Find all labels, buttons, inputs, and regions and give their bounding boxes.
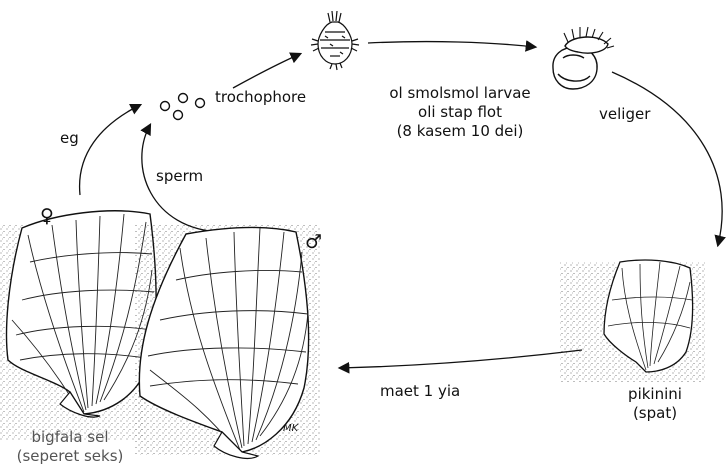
male-symbol: ♂: [305, 232, 322, 252]
spat-shell-illustration: [560, 260, 705, 382]
artist-signature: MK: [283, 423, 298, 435]
spat-line-2: (spat): [605, 404, 705, 423]
arrow-veliger-to-spat: [612, 72, 722, 245]
larvae-description: ol smolsmol larvae oli stap flot (8 kase…: [380, 84, 540, 141]
larvae-line-1: ol smolsmol larvae: [380, 84, 540, 103]
adult-caption: bigfala sel (seperet seks): [0, 428, 140, 466]
eggs-illustration: [161, 94, 205, 120]
adult-line-2: (seperet seks): [0, 447, 140, 466]
female-shell-illustration: [0, 211, 156, 440]
sperm-label: sperm: [156, 167, 203, 186]
veliger-illustration: [553, 27, 614, 89]
larvae-line-3: (8 kasem 10 dei): [380, 122, 540, 141]
eg-label: eg: [60, 129, 79, 148]
spat-caption: pikinini (spat): [605, 385, 705, 423]
arrow-trochophore-to-veliger: [368, 42, 535, 47]
veliger-label: veliger: [599, 105, 650, 124]
arrow-spat-to-adults: [340, 350, 582, 368]
arrow-female-to-eggs: [80, 105, 140, 195]
trochophore-label: trochophore: [215, 88, 306, 107]
spat-line-1: pikinini: [605, 385, 705, 404]
female-symbol: ♀: [40, 206, 54, 226]
larvae-line-2: oli stap flot: [380, 103, 540, 122]
trochophore-illustration: [311, 11, 359, 70]
maet-label: maet 1 yia: [380, 382, 460, 401]
adult-line-1: bigfala sel: [0, 428, 140, 447]
arrow-eggs-to-trochophore: [233, 54, 300, 88]
